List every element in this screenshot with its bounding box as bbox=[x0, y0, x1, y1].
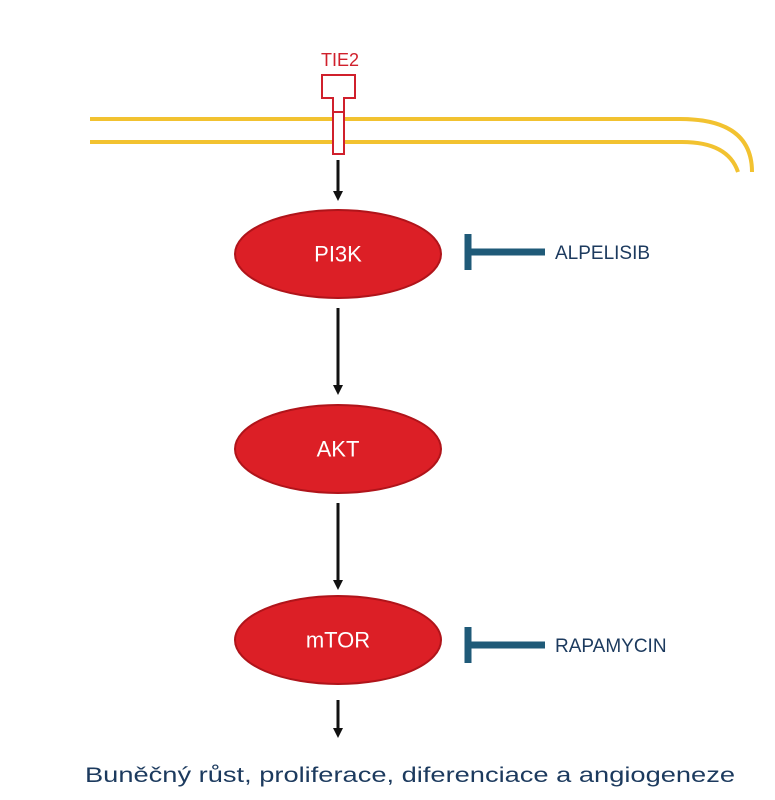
cell-membrane-inner bbox=[90, 140, 740, 173]
node-pi3k: PI3K bbox=[234, 209, 442, 299]
receptor-extracellular-domain bbox=[321, 74, 356, 112]
inhibitor-rapamycin: RAPAMYCIN bbox=[464, 627, 667, 663]
outcome-label: Buněčný růst, proliferace, diferenciace … bbox=[85, 764, 735, 787]
receptor-label: TIE2 bbox=[321, 50, 359, 70]
inhibitor-alpelisib: ALPELISIB bbox=[464, 234, 650, 270]
inhibitor-rapamycin-label: RAPAMYCIN bbox=[555, 636, 667, 657]
node-akt: AKT bbox=[234, 404, 442, 494]
cell-membrane-outer bbox=[90, 117, 754, 173]
node-pi3k-label: PI3K bbox=[314, 242, 362, 267]
node-mtor-label: mTOR bbox=[306, 628, 370, 653]
inhibitor-alpelisib-label: ALPELISIB bbox=[555, 243, 650, 264]
tie2-receptor: TIE2 bbox=[321, 50, 359, 155]
node-akt-label: AKT bbox=[317, 437, 360, 462]
receptor-transmembrane-domain bbox=[332, 111, 345, 155]
node-mtor: mTOR bbox=[234, 595, 442, 685]
